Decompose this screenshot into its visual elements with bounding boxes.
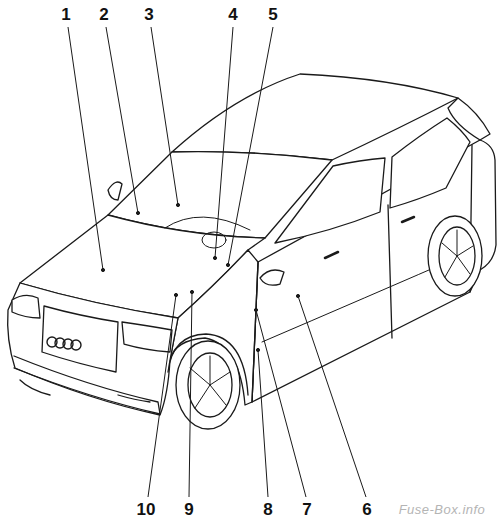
front-face (8, 283, 178, 415)
callout-number: 6 (362, 501, 371, 518)
mirror-left (108, 182, 122, 200)
dashboard (165, 217, 250, 230)
leader-lines (68, 27, 366, 497)
rear-tyre (428, 216, 482, 296)
fog-light (118, 395, 150, 402)
bumper-line (14, 356, 160, 414)
steering-wheel (202, 232, 226, 248)
callout-number: 10 (137, 501, 156, 518)
callout-number: 3 (144, 6, 153, 23)
callout-number: 5 (268, 6, 277, 23)
door-handle (325, 252, 338, 258)
callout-number: 1 (61, 6, 70, 23)
front-door-window (275, 158, 385, 243)
front-rim (188, 353, 232, 417)
grille (42, 306, 118, 372)
callout-number: 8 (263, 501, 272, 518)
audi-rings (47, 337, 81, 350)
mirror-right (260, 270, 284, 285)
callout-number: 9 (184, 501, 193, 518)
rim-spokes (190, 230, 473, 408)
rear-door-window (390, 118, 470, 208)
rear-rim (439, 227, 475, 285)
door-line (252, 262, 258, 402)
callout-number: 4 (228, 6, 237, 23)
watermark: Fuse-Box.info (399, 503, 486, 516)
callout-number: 2 (99, 6, 108, 23)
fog-light (20, 380, 50, 395)
headlight-right (122, 322, 172, 352)
door-handle (402, 217, 414, 222)
headlight-left (12, 295, 40, 318)
front-tyre (176, 341, 240, 429)
callout-number: 7 (302, 501, 311, 518)
door-line (388, 205, 392, 338)
